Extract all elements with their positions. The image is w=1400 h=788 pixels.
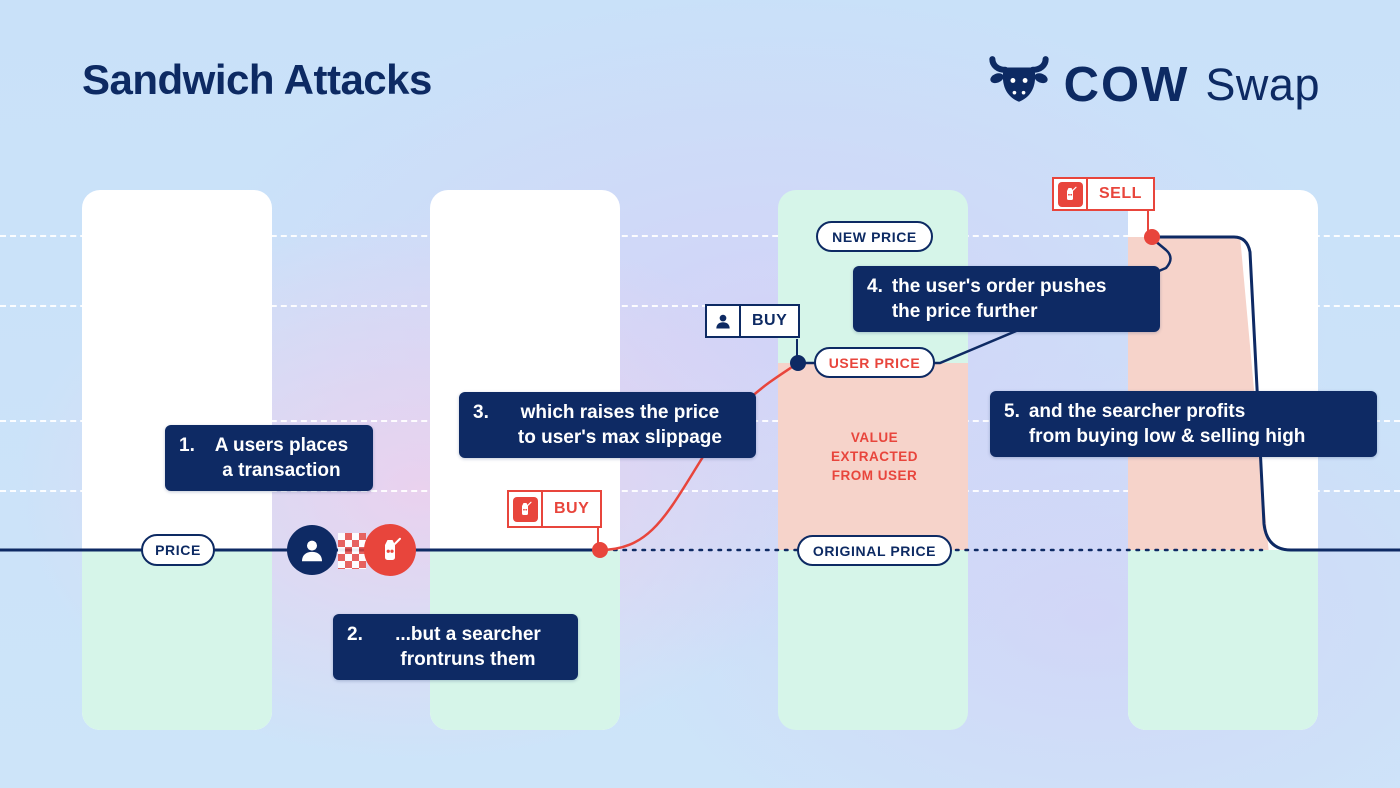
step-text-line: the price further — [891, 301, 1038, 323]
step-3-callout: 3. which raises the price to user's max … — [459, 392, 756, 459]
searcher-sell-order-tag: SELL — [1052, 177, 1155, 211]
step-4-callout: 4. the user's order pushes the price fur… — [853, 266, 1160, 333]
value-extracted-band — [778, 363, 968, 550]
step-text: the user's order pushes the price furthe… — [892, 274, 1146, 324]
sell-label: SELL — [1099, 185, 1142, 202]
gridline-dashed — [0, 305, 1400, 307]
step-text: and the searcher profits from buying low… — [1029, 399, 1363, 449]
brand-name-bold: COW — [1063, 57, 1190, 112]
value-extracted-line: FROM USER — [831, 467, 918, 483]
brand-name-regular: Swap — [1205, 58, 1320, 110]
step-text-line: from buying low & selling high — [1028, 426, 1306, 448]
step-text-line: A users places — [214, 435, 349, 456]
buy-label: BUY — [752, 312, 788, 329]
cow-head-icon — [984, 56, 1054, 113]
step-text-line: and the searcher profits — [1028, 401, 1246, 422]
value-extracted-line: EXTRACTED — [830, 448, 918, 464]
step-text-line: to user's max slippage — [517, 427, 722, 449]
step-text-line: a transaction — [222, 460, 341, 482]
gridline-dashed — [0, 235, 1400, 237]
user-price-label: USER PRICE — [814, 347, 935, 378]
user-icon — [707, 306, 741, 336]
searcher-avatar-icon — [364, 524, 416, 576]
price-label: PRICE — [141, 534, 215, 566]
buy-label: BUY — [554, 500, 590, 517]
new-price-label: NEW PRICE — [816, 221, 933, 252]
step-text: ...but a searcher frontruns them — [372, 622, 564, 672]
page-title: Sandwich Attacks — [82, 56, 432, 103]
value-extracted-text: VALUE EXTRACTED FROM USER — [806, 429, 943, 486]
below-price-area — [1128, 550, 1318, 730]
value-extracted-line: VALUE — [850, 430, 899, 445]
step-5-callout: 5. and the searcher profits from buying … — [990, 391, 1377, 458]
searcher-bot-icon — [509, 492, 543, 526]
step-text: which raises the price to user's max sli… — [498, 400, 742, 450]
pixelated-transition — [338, 533, 366, 569]
step-number: 2. — [347, 624, 363, 645]
step-text: A users places a transaction — [204, 433, 359, 483]
below-price-area — [82, 550, 272, 730]
step-number: 1. — [179, 435, 195, 456]
searcher-bot-icon — [1054, 179, 1088, 209]
step-number: 3. — [473, 402, 489, 423]
step-text-line: which raises the price — [520, 402, 720, 423]
step-2-callout: 2. ...but a searcher frontruns them — [333, 614, 578, 681]
step-text-line: frontruns them — [400, 649, 536, 671]
step-number: 4. — [867, 276, 883, 297]
step-1-callout: 1. A users places a transaction — [165, 425, 373, 492]
step-text-line: the user's order pushes — [891, 276, 1107, 297]
user-avatar-icon — [287, 525, 337, 575]
searcher-buy-order-tag: BUY — [507, 490, 603, 528]
step-number: 5. — [1004, 401, 1020, 422]
original-price-label: ORIGINAL PRICE — [797, 535, 952, 566]
step-text-line: ...but a searcher — [395, 624, 541, 645]
cowswap-logo: COW Swap — [984, 56, 1320, 113]
user-buy-order-tag: BUY — [705, 304, 801, 338]
